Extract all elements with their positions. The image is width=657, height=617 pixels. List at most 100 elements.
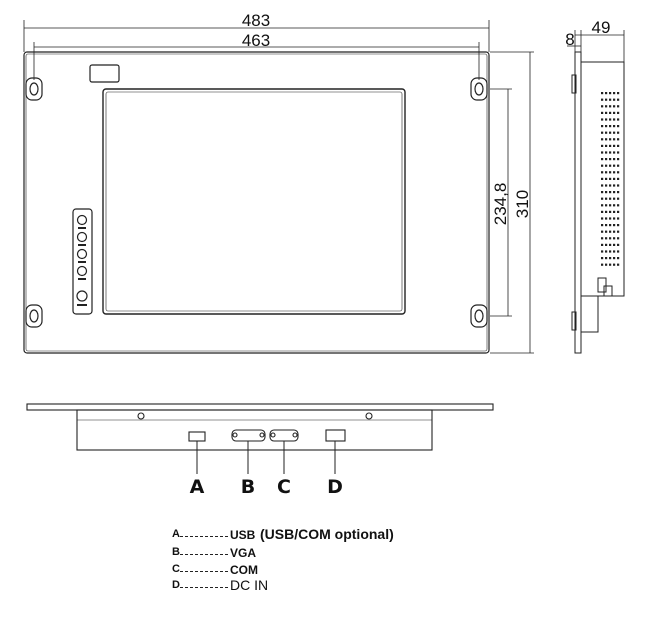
side-connector [597,277,607,293]
vent-slot [605,230,608,233]
vent-slot [601,204,604,207]
front-view [23,51,490,354]
dim-side-outer: 310 [513,190,532,218]
vent-slot [613,158,616,161]
vent-slot [617,164,620,167]
vent-slot [605,131,608,134]
vent-slot [609,257,612,260]
vent-slot [617,125,620,128]
vent-slot [609,125,612,128]
vent-slot [605,171,608,174]
vent-slot [605,144,608,147]
vent-slot [601,164,604,167]
vent-slot [613,224,616,227]
side-connector-2 [603,285,613,297]
vent-slot [601,125,604,128]
bottom-body [76,409,433,451]
vent-slot [609,250,612,253]
vent-slot [601,138,604,141]
vent-slot [613,98,616,101]
vent-slot [601,151,604,154]
vent-slot [601,230,604,233]
vent-slot [609,224,612,227]
vent-slot [605,111,608,114]
vent-slot [609,131,612,134]
vent-slot [609,210,612,213]
vent-slot [605,164,608,167]
vent-slot [617,111,620,114]
port-letter-c: C [277,476,291,498]
vent-slot [617,158,620,161]
vent-slot [601,118,604,121]
vent-slot [617,131,620,134]
vent-slot [609,204,612,207]
vent-slot [605,257,608,260]
osd-label-5 [77,304,87,306]
vent-slot [613,210,616,213]
vent-slot [609,118,612,121]
dim-depth-total: 49 [592,18,611,37]
vent-slot [617,210,620,213]
legend-leader [180,536,228,537]
port-letter-d: D [327,476,343,498]
dim-inner-width: 463 [242,31,270,50]
vent-slot [609,158,612,161]
legend-label: USB [230,528,256,542]
port-com-icon [269,429,299,442]
display-screen-inner [105,91,403,312]
vent-slot [609,230,612,233]
depth-dimensions [567,30,625,62]
vent-slot [613,105,616,108]
vent-slot [601,105,604,108]
vent-slot [617,151,620,154]
dim-side-inner: 234,8 [491,183,510,226]
vent-slot [605,92,608,95]
vent-slot [609,138,612,141]
vent-slot [601,144,604,147]
vent-slot [613,125,616,128]
vent-slot [601,210,604,213]
vent-slot [617,224,620,227]
vent-slot [617,250,620,253]
legend-key: C [172,563,180,575]
vent-slot [617,118,620,121]
vent-slot [609,92,612,95]
vent-slot [617,184,620,187]
width-dimensions [23,20,490,80]
vent-slot [617,144,620,147]
vent-slot [601,177,604,180]
legend-label: DC IN [230,577,269,593]
vent-slot [605,250,608,253]
vent-slot [601,184,604,187]
vent-slot [609,197,612,200]
legend-leader [180,571,228,572]
vent-slot [609,151,612,154]
vent-slot [601,191,604,194]
osd-button-5-icon [76,290,88,302]
vent-slot [605,184,608,187]
legend-leader [180,554,228,555]
vent-slot [605,224,608,227]
vent-slot [609,191,612,194]
vent-slot [617,191,620,194]
vent-slot [601,92,604,95]
vent-slot [601,224,604,227]
mount-hole-tl-slot [29,82,39,96]
vent-slot [609,243,612,246]
vent-slot [609,105,612,108]
vent-slot [609,177,612,180]
vent-slot [613,171,616,174]
vent-slot [613,250,616,253]
vent-slot [613,263,616,266]
vent-slot [609,171,612,174]
vent-slot [605,263,608,266]
mount-hole-tr-slot [474,82,484,96]
vent-slot [605,151,608,154]
vent-slot [613,151,616,154]
vent-slot [617,92,620,95]
legend-label: VGA [230,546,257,560]
port-dcin-icon [325,429,346,442]
vent-slot [601,171,604,174]
vent-slot [617,177,620,180]
vent-slot [601,257,604,260]
